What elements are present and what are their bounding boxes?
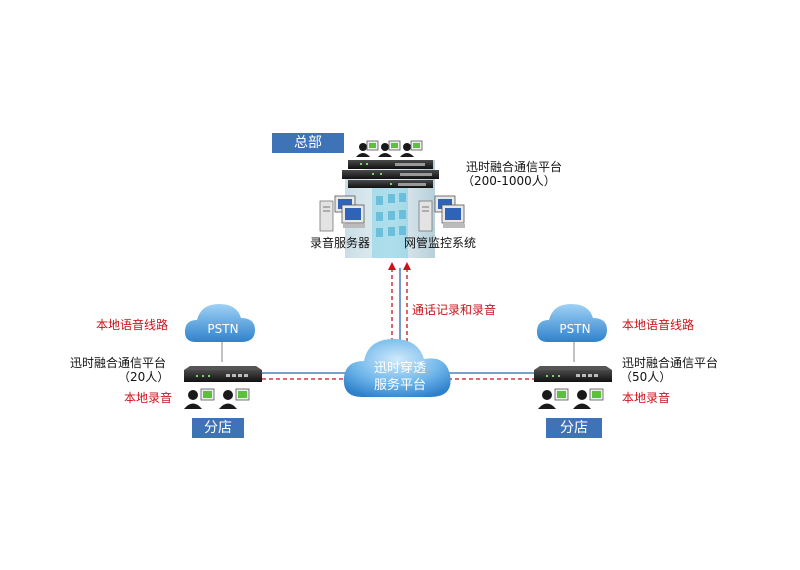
branch-tag-right: 分店 [546, 418, 602, 438]
pstn-cloud-icon [536, 304, 607, 342]
monitor-icon [334, 195, 365, 228]
person-headset-icon [184, 390, 237, 409]
person-headset-icon [538, 390, 591, 409]
cloud-title-line2: 服务平台 [373, 378, 426, 393]
branch-platform-capacity: （20人） [118, 370, 170, 384]
monitor-icon [554, 388, 604, 401]
person-headset-icon [356, 143, 414, 157]
pstn-cloud-icon [184, 304, 255, 342]
relay-service-cloud [343, 339, 451, 397]
hq-link-lines [388, 262, 411, 350]
branch-platform-name: 迅时融合通信平台 [70, 356, 167, 370]
cloud-title-line1: 迅时穿透 [373, 361, 426, 376]
pstn-label: PSTN [207, 322, 239, 336]
recording-server-label: 录音服务器 [310, 236, 371, 250]
hq-tag: 总部 [272, 133, 344, 153]
server-tower-icon [418, 200, 433, 232]
nms-label: 网管监控系统 [404, 236, 477, 250]
local-voice-line-label: 本地语音线路 [96, 318, 169, 332]
server-tower-icon [319, 200, 334, 232]
router-device-icon [184, 366, 262, 382]
branch-link-lines [262, 372, 534, 380]
hq-platform-capacity: （200-1000人） [462, 174, 556, 188]
local-voice-line-label: 本地语音线路 [622, 318, 695, 332]
monitor-icon [434, 195, 465, 228]
branch-platform-name: 迅时融合通信平台 [622, 356, 719, 370]
local-recording-label: 本地录音 [622, 391, 671, 405]
link-label: 通话记录和录音 [412, 303, 497, 317]
monitor-icon [366, 140, 423, 151]
monitor-icon [200, 388, 250, 401]
local-recording-label: 本地录音 [124, 391, 173, 405]
hq-platform-name: 迅时融合通信平台 [466, 160, 563, 174]
router-device-icon [342, 160, 439, 188]
router-device-icon [534, 366, 612, 382]
pstn-label: PSTN [559, 322, 591, 336]
branch-platform-capacity: （50人） [620, 370, 672, 384]
branch-tag-left: 分店 [192, 418, 244, 438]
